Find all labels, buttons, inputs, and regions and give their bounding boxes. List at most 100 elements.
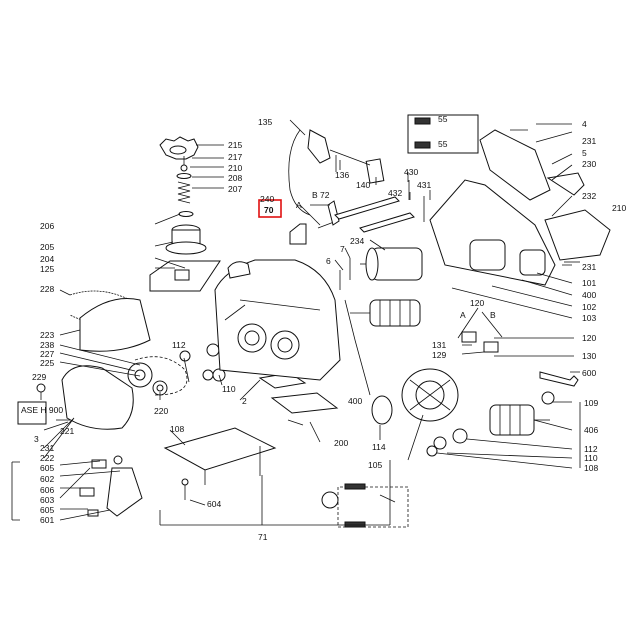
part-screw-604[interactable] <box>181 478 189 500</box>
label-231-b: 231 <box>40 443 54 453</box>
part-cable-assembly-135[interactable] <box>288 129 385 216</box>
part-switch-housing-top[interactable] <box>479 129 551 201</box>
part-number-labels: 135 140 136 240 70 A B 72 432 430 431 55… <box>32 114 626 542</box>
part-field-coil-105[interactable] <box>401 368 459 422</box>
label-120-a: 120 <box>470 298 484 308</box>
label-135: 135 <box>258 117 272 127</box>
label-204: 204 <box>40 254 54 264</box>
label-71: 71 <box>258 532 268 542</box>
part-washer-208[interactable] <box>176 173 192 179</box>
label-430: 430 <box>404 167 418 177</box>
label-232: 232 <box>582 191 596 201</box>
part-armature-center[interactable] <box>350 299 421 327</box>
label-110-left: 110 <box>222 384 236 394</box>
part-wrench-600[interactable] <box>539 371 579 387</box>
part-motor-234[interactable] <box>360 247 423 281</box>
part-handle-housing-right[interactable] <box>429 179 556 286</box>
label-240: 240 <box>260 194 274 204</box>
label-210-right: 210 <box>612 203 626 213</box>
label-129: 129 <box>432 350 446 360</box>
part-cable-clamp[interactable] <box>327 200 340 226</box>
part-rail-430[interactable] <box>334 196 400 220</box>
part-switch-inset <box>407 114 479 154</box>
label-2: 2 <box>242 396 247 406</box>
part-spring-207[interactable] <box>177 181 191 204</box>
label-102: 102 <box>582 302 596 312</box>
label-210: 210 <box>228 163 242 173</box>
label-101: 101 <box>582 278 596 288</box>
part-rating-plate-3: ASE H 900 <box>17 401 63 425</box>
label-432: 432 <box>388 188 402 198</box>
part-blade-200[interactable] <box>270 392 339 414</box>
label-605-b: 605 <box>40 505 54 515</box>
label-400-center: 400 <box>348 396 362 406</box>
part-ring-114[interactable] <box>371 395 393 425</box>
highlight-box-part-70 <box>258 199 282 218</box>
label-108-left: 108 <box>170 424 184 434</box>
label-229: 229 <box>32 372 46 382</box>
part-main-housing[interactable] <box>214 259 341 381</box>
part-screw-217[interactable] <box>180 156 188 172</box>
label-208: 208 <box>228 173 242 183</box>
label-70[interactable]: 70 <box>264 205 274 215</box>
part-brush-131[interactable] <box>461 331 477 343</box>
label-140: 140 <box>356 180 370 190</box>
label-228: 228 <box>40 284 54 294</box>
part-bearing-109[interactable] <box>541 391 555 405</box>
label-109: 109 <box>584 398 598 408</box>
part-sole-plate-108[interactable] <box>163 427 277 471</box>
label-221: 221 <box>60 426 74 436</box>
part-cable-guard-70[interactable] <box>289 223 307 245</box>
label-4: 4 <box>582 119 587 129</box>
label-3: 3 <box>34 434 39 444</box>
label-215: 215 <box>228 140 242 150</box>
label-205: 205 <box>40 242 54 252</box>
part-depth-adjuster-205[interactable] <box>165 224 207 255</box>
part-screw-72[interactable] <box>317 221 335 229</box>
label-603: 603 <box>40 495 54 505</box>
label-234: 234 <box>350 236 364 246</box>
label-231-a: 231 <box>582 136 596 146</box>
label-B-upper: B <box>312 190 318 200</box>
label-A-upper: A <box>296 200 302 210</box>
part-rail-432[interactable] <box>359 212 415 233</box>
label-238: 238 <box>40 340 54 350</box>
part-belt-238[interactable] <box>134 356 188 396</box>
label-231-c: 231 <box>582 262 596 272</box>
label-55-b: 55 <box>438 139 448 149</box>
label-207: 207 <box>228 184 242 194</box>
part-pulley-227[interactable] <box>127 362 153 388</box>
part-screw-229[interactable] <box>36 383 46 400</box>
part-belt-cover-223[interactable] <box>79 297 151 352</box>
part-knob[interactable] <box>159 136 199 160</box>
label-114: 114 <box>372 442 386 452</box>
label-108-right: 108 <box>584 463 598 473</box>
label-225: 225 <box>40 358 54 368</box>
part-brush-129[interactable] <box>483 341 499 353</box>
part-armature-406[interactable] <box>489 404 550 436</box>
part-trigger-230[interactable] <box>546 172 585 196</box>
label-406: 406 <box>584 425 598 435</box>
label-130: 130 <box>582 351 596 361</box>
label-72: 72 <box>320 190 330 200</box>
plate-text: ASE H 900 <box>21 405 63 415</box>
label-55-a: 55 <box>438 114 448 124</box>
label-217: 217 <box>228 152 242 162</box>
part-bearing-set-right[interactable] <box>426 428 468 457</box>
label-112-right: 112 <box>584 444 598 454</box>
part-switch-parts-600[interactable] <box>79 455 143 517</box>
leader-lines <box>11 119 581 526</box>
label-431: 431 <box>417 180 431 190</box>
part-washer-206[interactable] <box>178 211 194 217</box>
label-125: 125 <box>40 264 54 274</box>
label-206: 206 <box>40 221 54 231</box>
part-cap-232[interactable] <box>544 209 611 261</box>
label-400-right: 400 <box>582 290 596 300</box>
label-110-right: 110 <box>584 453 598 463</box>
part-belt-cover-221[interactable] <box>61 365 134 430</box>
label-605-a: 605 <box>40 463 54 473</box>
label-227: 227 <box>40 349 54 359</box>
label-604: 604 <box>207 499 221 509</box>
